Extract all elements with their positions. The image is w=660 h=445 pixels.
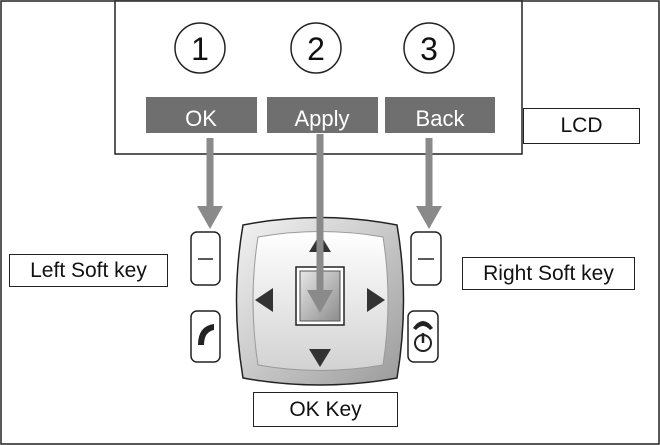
handset-icon [198, 324, 214, 345]
hangup-power-icon [413, 321, 433, 352]
number-circle-3: 3 [403, 22, 455, 74]
number-circle-2: 2 [290, 22, 342, 74]
softkey-back: Back [385, 97, 495, 133]
left-arrow-icon [255, 288, 273, 312]
softkey-apply: Apply [267, 97, 378, 133]
softkey-ok-label: OK [185, 106, 217, 131]
ok-key-label: OK Key [253, 392, 398, 427]
left-soft-key-label: Left Soft key [9, 254, 168, 287]
right-soft-key-label: Right Soft key [462, 257, 635, 290]
softkey-apply-label: Apply [294, 106, 349, 131]
number-circle-1: 1 [174, 22, 226, 74]
softkey-back-label: Back [416, 106, 466, 131]
arrow-back-to-right-key [416, 138, 442, 229]
number-2: 2 [307, 31, 325, 67]
arrow-apply-to-ok-key [307, 134, 333, 313]
right-arrow-icon [367, 288, 385, 312]
number-3: 3 [420, 31, 438, 67]
lcd-label: LCD [523, 108, 640, 144]
softkey-ok: OK [146, 97, 257, 133]
arrow-ok-to-left-key [197, 138, 223, 229]
down-arrow-icon [309, 349, 331, 367]
number-1: 1 [191, 31, 209, 67]
